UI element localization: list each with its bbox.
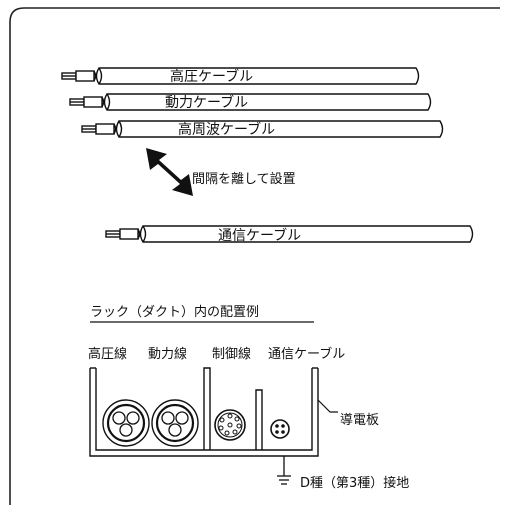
- cable-label-high-voltage: 高圧ケーブル: [170, 68, 253, 85]
- label-high-voltage-wire: 高圧線: [88, 346, 127, 362]
- separation-note: 間隔を離して設置: [192, 171, 296, 187]
- rack-section-title: ラック（ダクト）内の配置例: [90, 304, 259, 320]
- rack-duct: [89, 367, 319, 457]
- cross-section-power: [151, 399, 199, 447]
- outer-frame: [9, 7, 500, 505]
- shield-plate-leader: [317, 399, 338, 413]
- cable-label-high-frequency: 高周波ケーブル: [178, 121, 275, 138]
- cross-section-comm: [270, 419, 290, 439]
- cable-power: [69, 93, 432, 111]
- label-shield-plate: 導電板: [340, 413, 379, 428]
- ground-symbol-icon: [277, 456, 291, 485]
- cable-label-power: 動力ケーブル: [165, 94, 248, 111]
- cable-communication: [105, 225, 474, 243]
- cross-section-control: [214, 409, 246, 441]
- cross-section-high-voltage: [102, 399, 150, 447]
- ground-label: D種（第3種）接地: [300, 475, 409, 491]
- cable-high-frequency: [81, 120, 444, 138]
- label-comm-cable: 通信ケーブル: [268, 346, 345, 362]
- cable-high-voltage: [61, 67, 420, 85]
- separation-arrow: [146, 148, 193, 196]
- label-control-wire: 制御線: [212, 346, 251, 362]
- label-power-wire: 動力線: [148, 346, 187, 362]
- cable-label-communication: 通信ケーブル: [218, 227, 301, 244]
